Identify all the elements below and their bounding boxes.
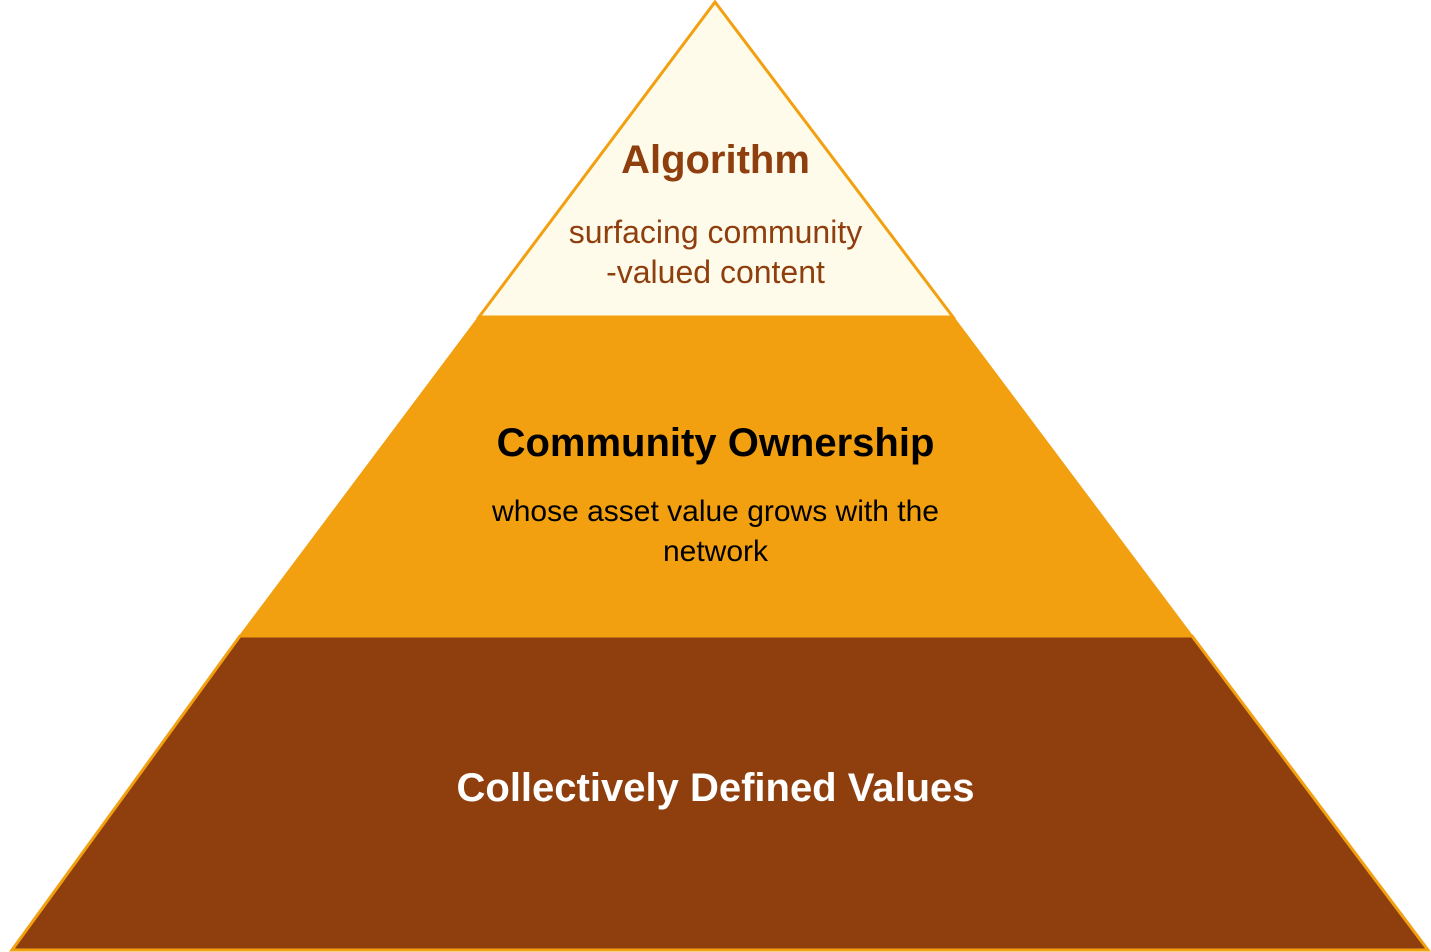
middle-level-title: Community Ownership [496,421,935,465]
bottom-level-title: Collectively Defined Values [456,766,975,810]
top-level-title: Algorithm [621,138,810,182]
middle-level-subtitle-line-2: network [662,535,769,568]
top-level-subtitle-line-2: -valued content [606,254,825,290]
middle-level-subtitle-line-1: whose asset value grows with the [492,495,939,528]
pyramid-level-middle [238,316,1194,637]
top-level-subtitle-line-1: surfacing community [568,214,863,250]
pyramid-level-top [476,0,957,319]
